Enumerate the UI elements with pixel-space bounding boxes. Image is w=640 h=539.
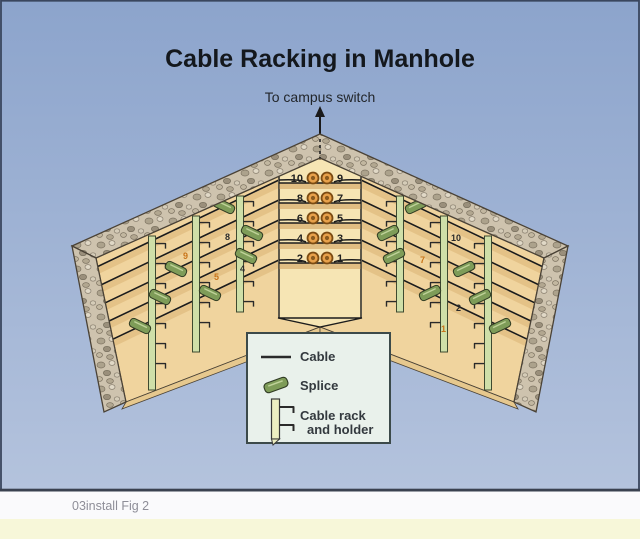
cable-entry: [278, 238, 307, 243]
bottom-strip: [0, 519, 640, 539]
up-arrow: [315, 106, 325, 136]
legend-label-rack-line1: Cable rack: [300, 408, 367, 423]
cable-ring: [320, 211, 334, 225]
cable-ring: [320, 191, 334, 205]
cable-entry: [333, 178, 362, 183]
cable-number-right: 5: [337, 213, 343, 225]
cable-ring: [306, 211, 320, 225]
legend-label-splice: Splice: [300, 378, 338, 393]
figure-caption: 03install Fig 2: [72, 499, 149, 513]
cable-ring: [306, 171, 320, 185]
cable-number-right: 9: [337, 173, 343, 185]
cable-entry: [278, 218, 307, 223]
shelf-row: 6 5: [278, 211, 362, 229]
shelf-row: 4 3: [278, 231, 362, 249]
legend-rack-tip: [270, 438, 281, 446]
arrow-head: [315, 106, 325, 117]
cable-rack: [484, 235, 492, 391]
cable-shadow: [98, 201, 282, 293]
wall-cable-number: 5: [214, 272, 219, 282]
cable-number-left: 4: [297, 233, 304, 245]
legend-label-cable: Cable: [300, 349, 335, 364]
rack-hook-set: [199, 221, 211, 328]
center-panel: 10 9 8 7: [277, 160, 363, 328]
cable-number-right: 1: [337, 253, 343, 265]
cable-ring: [320, 251, 334, 265]
legend-rack-hooks: [279, 406, 295, 431]
page-title: Cable Racking in Manhole: [165, 45, 475, 73]
shelf-shadow: [279, 203, 361, 209]
cable-entry: [333, 258, 362, 263]
rack-hook-set: [429, 221, 441, 328]
wall-cable-number: 9: [183, 251, 188, 261]
cable-line: [360, 179, 544, 268]
cable-number-right: 3: [337, 233, 343, 245]
cable-rack: [440, 215, 448, 353]
shelf-shadow: [279, 223, 361, 229]
cable-ring: [306, 251, 320, 265]
wall-cable-number: 10: [451, 233, 461, 243]
cable-rack: [148, 235, 156, 391]
shelf-shadow: [279, 263, 361, 269]
legend-label-rack-line2: and holder: [307, 422, 373, 437]
cable-ring: [320, 231, 334, 245]
cable-entry: [278, 178, 307, 183]
wall-cable-number: 1: [441, 324, 446, 334]
stone-right-column: [513, 244, 569, 413]
legend-rack-icon: [270, 398, 295, 446]
cable-line: [97, 179, 280, 268]
cable-shadow: [358, 181, 546, 274]
shelf-row: 8 7: [278, 191, 362, 209]
footer-divider: [0, 488, 640, 492]
cable-number-left: 10: [291, 173, 303, 185]
cable-rack: [192, 215, 200, 353]
wall-cable-number: 7: [420, 255, 425, 265]
cable-entry: [278, 258, 307, 263]
cable-line: [100, 199, 280, 286]
cable-number-left: 6: [297, 213, 303, 225]
cable-entry: [333, 198, 362, 203]
wall-cable-number: 8: [225, 232, 230, 242]
cable-shadow: [94, 181, 282, 274]
panel-bottom-edge: [277, 317, 363, 328]
footer: 03install Fig 2: [0, 488, 640, 539]
shelf-shadow: [279, 183, 361, 189]
cable-ring: [306, 231, 320, 245]
cable-entry: [278, 198, 307, 203]
wall-cable-number: 4: [240, 264, 245, 274]
stone-left-column: [71, 244, 127, 413]
shelf-row: 2 1: [278, 251, 362, 269]
cable-number-left: 8: [297, 193, 303, 205]
stone-walls: [70, 133, 570, 413]
shelf-shadow: [279, 243, 361, 249]
cable-number-left: 2: [297, 253, 303, 265]
campus-switch-label: To campus switch: [265, 89, 375, 105]
cable-entry: [333, 218, 362, 223]
wall-cable-numbers: 9 8 5 4 10 7 2 1: [183, 232, 461, 334]
shelf-row: 10 9: [278, 171, 362, 189]
cable-entry: [333, 238, 362, 243]
legend: Cable Splice Cable rack and holder: [246, 332, 391, 446]
shelf-rows: 10 9 8 7: [278, 171, 362, 269]
cable-number-right: 7: [337, 193, 343, 205]
legend-rack-bar: [270, 398, 281, 440]
cable-ring: [320, 171, 334, 185]
cable-ring: [306, 191, 320, 205]
cable-line: [360, 199, 540, 286]
caption-strip: [0, 491, 640, 519]
wall-cable-number: 2: [456, 303, 461, 313]
cable-shadow: [358, 201, 542, 293]
